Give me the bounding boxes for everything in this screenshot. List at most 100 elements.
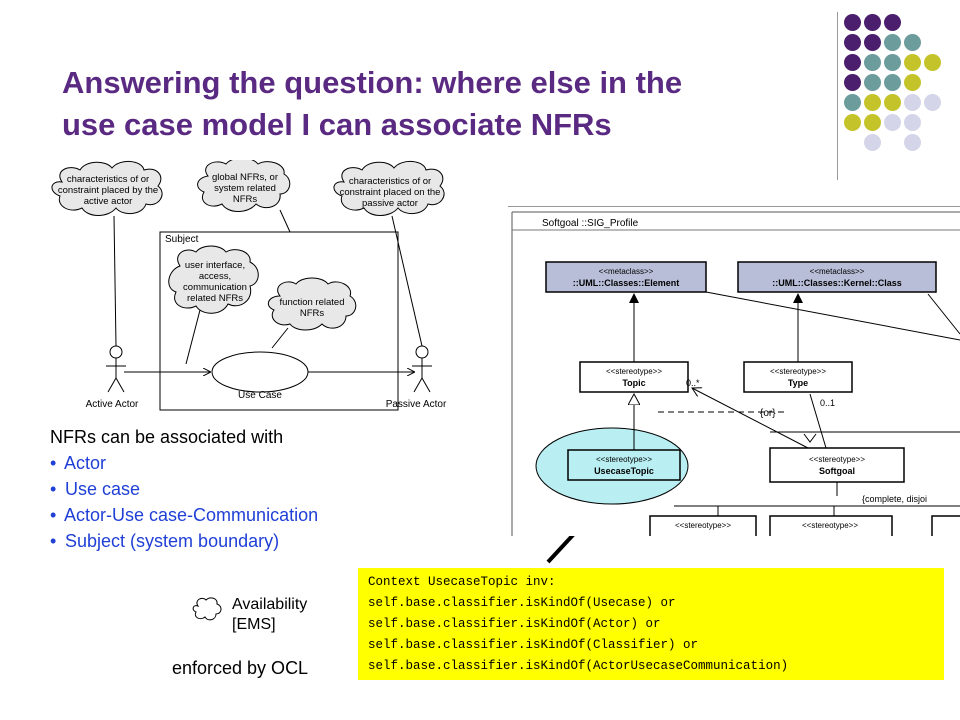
cloud-passive-line-1: characteristics of or: [349, 176, 431, 187]
title-line-1: Answering the question: where else in th…: [62, 65, 683, 100]
dot-teal: [884, 74, 901, 91]
or-constraint-label: {or}: [760, 408, 776, 419]
stereotype-topic-box: <<stereotype>> Topic: [579, 361, 689, 393]
softgoal-cloud-icon: [192, 597, 222, 621]
topic-stereotype: <<stereotype>>: [606, 367, 662, 376]
dot-olive: [864, 114, 881, 131]
bullet-icon: •: [50, 479, 57, 499]
title-line-2: use case model I can associate NFRs: [62, 107, 612, 142]
cloud-ui-line-1: user interface,: [185, 260, 245, 271]
list-item-communication: Actor-Use case-Communication: [64, 505, 319, 525]
usecasetopic-stereotype: <<stereotype>>: [596, 455, 652, 464]
topic-name: Topic: [622, 378, 645, 388]
cloud-passive-line-2: constraint placed on the: [340, 187, 441, 198]
kernel-stereotype: <<metaclass>>: [810, 267, 865, 276]
stereotype-bottom-box-2: <<stereotype>>: [769, 515, 893, 536]
link-active-actor: [113, 215, 117, 347]
cloud-active-line-2: constraint placed by the: [58, 185, 158, 196]
dot-olive: [884, 94, 901, 111]
ocl-line: Context UsecaseTopic inv:: [368, 575, 556, 589]
dot-purple: [864, 14, 881, 31]
kernel-name: ::UML::Classes::Kernel::Class: [772, 278, 902, 288]
cloud-passive-actor-nfr: characteristics of or constraint placed …: [333, 161, 445, 216]
dot-lavender: [864, 134, 881, 151]
ocl-line: self.base.classifier.isKindOf(Actor) or: [368, 617, 661, 631]
passive-actor-figure: [412, 345, 432, 393]
ocl-line: self.base.classifier.isKindOf(Classifier…: [368, 638, 699, 652]
multiplicity-type: 0..1: [820, 398, 835, 408]
cloud-ui-line-4: related NFRs: [187, 293, 243, 304]
subject-label: Subject: [165, 234, 199, 245]
decorative-divider: [837, 12, 838, 180]
list-item-use-case: Use case: [65, 479, 141, 499]
dot-teal: [844, 94, 861, 111]
cloud-global-line-3: NFRs: [233, 194, 258, 205]
dot-lavender: [884, 114, 901, 131]
cloud-ui-line-3: communication: [183, 282, 247, 293]
generalization-set-constraint: {complete, disjoi: [862, 494, 927, 504]
list-item: • Subject (system boundary): [50, 528, 318, 554]
ocl-line: self.base.classifier.isKindOf(ActorUseca…: [368, 659, 789, 673]
dot-teal: [904, 34, 921, 51]
dot-teal: [864, 74, 881, 91]
sig-profile-diagram: Softgoal ::SIG_Profile <<metaclass>> ::U…: [508, 206, 960, 536]
use-case-label: Use Case: [238, 390, 282, 401]
profile-frame-label: Softgoal ::SIG_Profile: [542, 218, 639, 229]
cloud-function-nfr: function related NFRs: [267, 277, 357, 331]
element-stereotype: <<metaclass>>: [599, 267, 654, 276]
stereotype-softgoal-box: <<stereotype>> Softgoal: [769, 447, 905, 483]
dot-teal: [884, 54, 901, 71]
slide-title: Answering the question: where else in th…: [62, 62, 832, 146]
usecase-diagram: Subject characteristics of or constraint…: [51, 160, 447, 411]
aggregation-diamond: [803, 433, 817, 443]
dot-olive: [904, 54, 921, 71]
association-softgoal-topic: [692, 388, 809, 449]
metaclass-element-box: <<metaclass>> ::UML::Classes::Element: [545, 261, 707, 293]
list-item: • Use case: [50, 476, 318, 502]
stereotype-usecasetopic-highlight: <<stereotype>> UsecaseTopic: [535, 427, 689, 505]
enforced-by-ocl-label: enforced by OCL: [172, 658, 309, 678]
cloud-ui-line-2: access,: [199, 271, 231, 282]
active-actor-label: Active Actor: [86, 399, 139, 410]
link-ui: [185, 309, 201, 365]
dot-purple: [884, 14, 901, 31]
usecasetopic-name: UsecaseTopic: [594, 466, 654, 476]
cloud-ui-nfr: user interface, access, communication re…: [168, 245, 259, 314]
nfr-list-heading: NFRs can be associated with: [50, 427, 284, 447]
list-item-subject: Subject (system boundary): [65, 531, 280, 551]
extension-softgoal-class: [927, 293, 960, 335]
multiplicity-topic: 0..*: [686, 378, 700, 388]
dot-purple: [864, 34, 881, 51]
dot-purple: [844, 34, 861, 51]
cloud-global-nfr: global NFRs, or system related NFRs: [197, 160, 291, 212]
bottom2-stereotype: <<stereotype>>: [802, 521, 858, 530]
list-item: • Actor: [50, 450, 318, 476]
dot-teal: [884, 34, 901, 51]
cloud-function-line-2: NFRs: [300, 308, 325, 319]
active-actor-figure: [106, 345, 126, 393]
bullet-icon: •: [50, 531, 57, 551]
nfr-association-list: NFRs can be associated with • Actor • Us…: [50, 424, 318, 554]
cloud-active-line-1: characteristics of or: [67, 174, 149, 185]
cloud-function-line-1: function related: [280, 297, 345, 308]
element-name: ::UML::Classes::Element: [573, 278, 680, 288]
softgoal-name: Softgoal: [819, 466, 855, 476]
cloud-active-actor-nfr: characteristics of or constraint placed …: [51, 161, 163, 216]
dot-lavender: [924, 94, 941, 111]
bullet-icon: •: [50, 453, 57, 473]
metaclass-kernel-class-box: <<metaclass>> ::UML::Classes::Kernel::Cl…: [737, 261, 937, 293]
cloud-global-line-2: system related: [214, 183, 276, 194]
cloud-global-line-1: global NFRs, or: [212, 172, 278, 183]
stereotype-bottom-box-1: <<stereotype>>: [649, 515, 757, 536]
ocl-line: self.base.classifier.isKindOf(Usecase) o…: [368, 596, 676, 610]
link-passive-actor: [391, 215, 423, 347]
dot-olive: [904, 74, 921, 91]
type-name: Type: [788, 378, 808, 388]
passive-actor-label: Passive Actor: [386, 399, 447, 410]
stereotype-type-box: <<stereotype>> Type: [743, 361, 853, 393]
stereotype-bottom-box-3: [931, 515, 960, 536]
dot-lavender: [904, 134, 921, 151]
extension-softgoal-element: [705, 291, 960, 341]
cloud-active-line-3: active actor: [84, 196, 133, 207]
list-item: • Actor-Use case-Communication: [50, 502, 318, 528]
